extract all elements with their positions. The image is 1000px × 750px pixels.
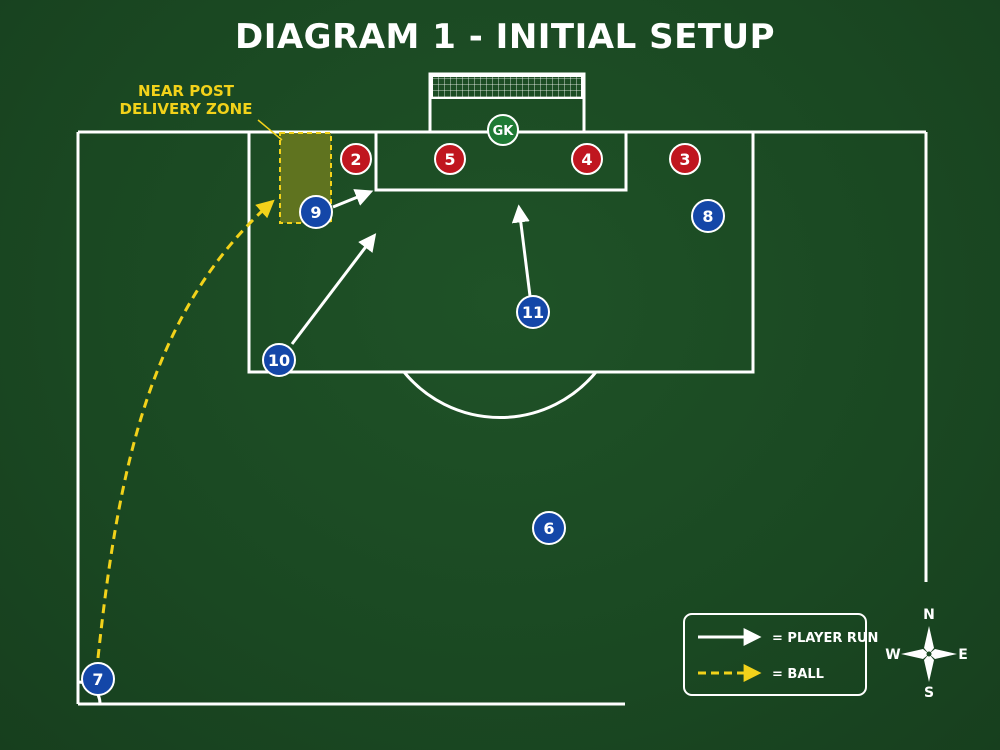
goal <box>428 72 586 132</box>
player-attacker: 6 <box>532 511 566 545</box>
defender-label: 3 <box>679 150 690 169</box>
player-runs <box>290 189 532 345</box>
legend: = PLAYER RUN = BALL <box>683 613 878 696</box>
run-player-10 <box>290 233 377 345</box>
player-goalkeeper: GK <box>487 114 519 146</box>
compass-icon <box>901 626 957 682</box>
compass-west: W <box>885 647 900 663</box>
player-defender: 2 <box>340 143 372 175</box>
legend-box <box>683 613 867 696</box>
player-defender: 3 <box>669 143 701 175</box>
goalkeeper-label: GK <box>493 124 515 139</box>
penalty-arc <box>402 371 598 420</box>
player-attacker: 9 <box>299 195 333 229</box>
run-player-11 <box>511 204 532 297</box>
player-attacker: 10 <box>262 343 296 377</box>
pitch-lines <box>76 130 928 706</box>
legend-player-run-label: = PLAYER RUN <box>772 631 878 646</box>
player-attacker: 7 <box>81 662 115 696</box>
compass-north: N <box>923 607 935 623</box>
legend-ball-label: = BALL <box>772 667 824 682</box>
zone-label-line1: NEAR POST <box>138 82 235 100</box>
defender-label: 4 <box>581 150 592 169</box>
attacker-label: 7 <box>92 670 103 689</box>
attacker-label: 9 <box>310 203 321 222</box>
goal-net <box>431 75 583 99</box>
defender-label: 2 <box>350 150 361 169</box>
run-player-9 <box>332 189 374 209</box>
player-defender: 4 <box>571 143 603 175</box>
attacker-label: 11 <box>522 303 544 322</box>
compass-south: S <box>924 685 934 701</box>
player-attacker: 11 <box>516 295 550 329</box>
zone-label-line2: DELIVERY ZONE <box>120 100 253 118</box>
diagram-title: DIAGRAM 1 - INITIAL SETUP <box>235 17 775 57</box>
defender-label: 5 <box>444 150 455 169</box>
compass-east: E <box>958 647 968 663</box>
attacker-label: 8 <box>702 207 713 226</box>
compass-rose: N E S W <box>885 607 968 701</box>
player-defender: 5 <box>434 143 466 175</box>
goal-frame <box>428 72 586 132</box>
attacker-label: 6 <box>543 519 554 538</box>
ball-path <box>96 199 275 659</box>
attacker-label: 10 <box>268 351 290 370</box>
zone-pointer-line <box>257 119 283 141</box>
player-attacker: 8 <box>691 199 725 233</box>
